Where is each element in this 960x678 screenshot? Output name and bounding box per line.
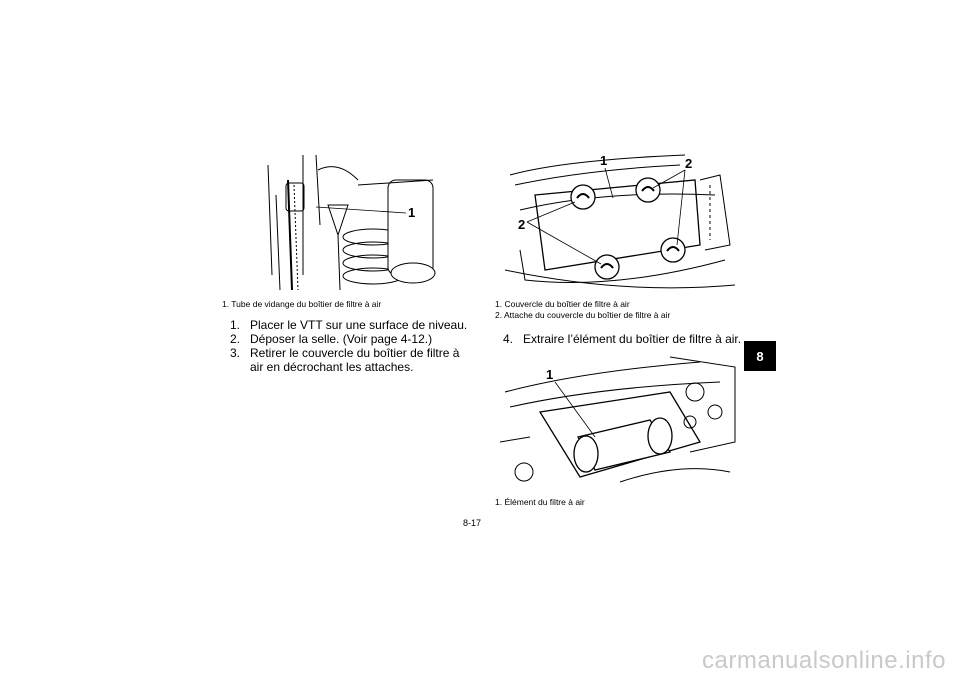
figure2-callout-1: 1: [600, 153, 607, 168]
step-item: 3.Retirer le couvercle du boîtier de fil…: [230, 346, 460, 374]
figure3-callout-1: 1: [546, 367, 553, 382]
figure-air-filter-cover: 1 2 2: [505, 153, 735, 289]
watermark: carmanualsonline.info: [702, 647, 946, 674]
figure-air-filter-element: 1: [500, 356, 736, 483]
figure2-callout-2: 2: [685, 156, 692, 171]
step-item: 4.Extraire l’élément du boîtier de filtr…: [503, 332, 742, 346]
figure2-caption: 1. Couvercle du boîtier de filtre à air …: [495, 299, 670, 321]
chapter-tab: 8: [744, 341, 776, 371]
figure3-caption-item: 1. Élément du filtre à air: [495, 497, 585, 507]
figure3-caption: 1. Élément du filtre à air: [495, 497, 585, 508]
figure2-callout-2: 2: [518, 217, 525, 232]
figure2-caption-item: 1. Couvercle du boîtier de filtre à air: [495, 299, 630, 309]
figure-drain-tube: 1: [267, 155, 436, 291]
figure1-caption-item: 1. Tube de vidange du boîtier de filtre …: [222, 299, 382, 309]
step-item: 2.Déposer la selle. (Voir page 4-12.): [230, 332, 433, 346]
page-number: 8-17: [463, 518, 482, 528]
steps-list-right: 4.Extraire l’élément du boîtier de filtr…: [503, 332, 743, 346]
figure1-callout-1: 1: [408, 205, 415, 220]
figure2-caption-item: 2. Attache du couvercle du boîtier de fi…: [495, 310, 671, 320]
figure1-caption: 1. Tube de vidange du boîtier de filtre …: [222, 299, 381, 310]
step-item: 1.Placer le VTT sur une surface de nivea…: [230, 318, 468, 332]
steps-list-left: 1.Placer le VTT sur une surface de nivea…: [230, 318, 474, 374]
